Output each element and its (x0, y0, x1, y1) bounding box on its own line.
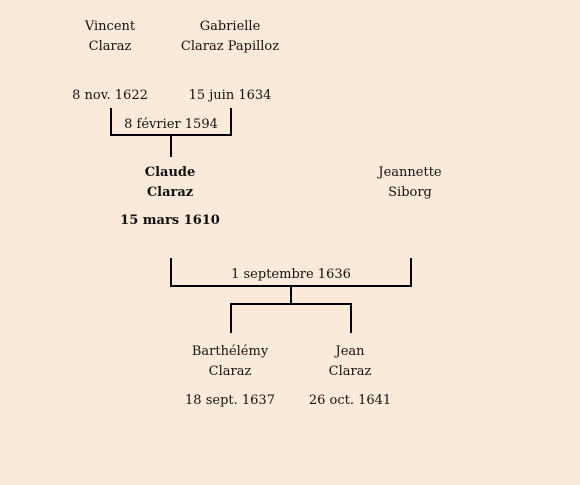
child-1-first-name: Barthélémy (191, 344, 269, 359)
child-1-date: 18 sept. 1637 (185, 393, 275, 408)
child-2-connector-line (350, 303, 352, 333)
spouse-last-name: Siborg (388, 185, 432, 200)
mother-first-name: Gabrielle (199, 19, 261, 34)
child-1-last-name: Claraz (208, 364, 252, 379)
father-last-name: Claraz (88, 39, 132, 54)
child-2-date: 26 oct. 1641 (308, 393, 392, 408)
spouse-connector-line (410, 258, 412, 287)
child-1-connector-line (230, 303, 232, 333)
father-connector-line (110, 108, 112, 136)
child-2-first-name: Jean (335, 344, 365, 359)
subject-connector-line (170, 258, 172, 287)
child-2-last-name: Claraz (328, 364, 372, 379)
children-sibling-line (230, 303, 352, 305)
subject-date: 15 mars 1610 (120, 213, 220, 228)
spouse-first-name: Jeannette (378, 165, 442, 180)
descent-line-subject (170, 134, 172, 157)
descent-line-children (290, 285, 292, 305)
father-date: 8 nov. 1622 (72, 88, 148, 103)
father-first-name: Vincent (84, 19, 136, 34)
marriage-date: 1 septembre 1636 (231, 267, 351, 282)
mother-date: 15 juin 1634 (188, 88, 272, 103)
mother-connector-line (230, 108, 232, 136)
parents-marriage-date: 8 février 1594 (124, 117, 218, 132)
mother-last-name: Claraz Papilloz (180, 39, 280, 54)
subject-last-name: Claraz (146, 185, 194, 200)
subject-first-name: Claude (144, 165, 196, 180)
